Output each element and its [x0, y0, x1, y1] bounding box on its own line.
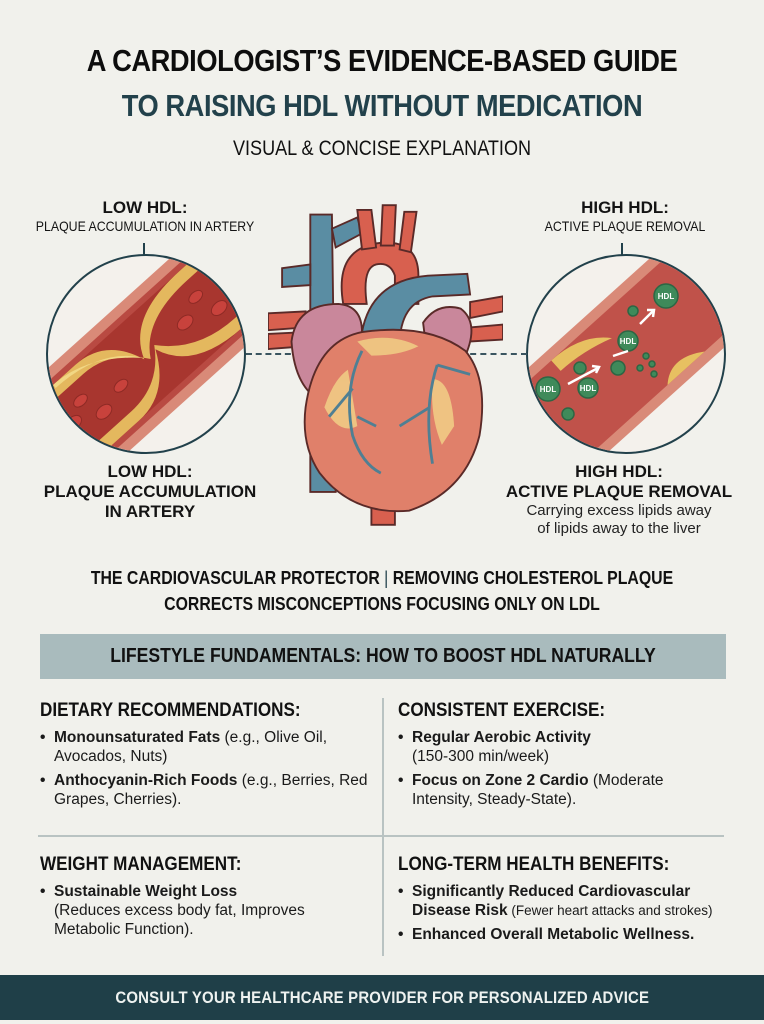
- hdl-label: HDL: [580, 384, 597, 393]
- artery-plaque-illustration: [46, 254, 246, 454]
- footer-banner: CONSULT YOUR HEALTHCARE PROVIDER FOR PER…: [0, 975, 764, 1020]
- weight-management-card: WEIGHT MANAGEMENT: Sustainable Weight Lo…: [40, 854, 360, 944]
- low-hdl-lower-caption: LOW HDL: PLAQUE ACCUMULATION IN ARTERY: [20, 462, 280, 522]
- subtitle: VISUAL & CONCISE EXPLANATION: [232, 137, 532, 160]
- right-connector-line: [460, 353, 527, 355]
- exercise-heading: CONSISTENT EXERCISE:: [398, 700, 606, 721]
- footer-text: CONSULT YOUR HEALTHCARE PROVIDER FOR PER…: [115, 987, 649, 1007]
- section-title: LIFESTYLE FUNDAMENTALS: HOW TO BOOST HDL…: [110, 645, 656, 667]
- low-hdl-lower-line1: LOW HDL:: [107, 462, 193, 481]
- weight-heading: WEIGHT MANAGEMENT:: [40, 854, 242, 875]
- list-item: Sustainable Weight Loss(Reduces excess b…: [40, 882, 360, 939]
- hdl-particles-icon: HDL HDL HDL HDL: [528, 256, 724, 452]
- list-item: Monounsaturated Fats (e.g., Olive Oil, A…: [40, 728, 375, 766]
- left-callout-tick: [143, 243, 145, 255]
- horizontal-divider: [38, 835, 724, 837]
- hdl-label: HDL: [620, 337, 637, 346]
- summary-line-1: THE CARDIOVASCULAR PROTECTOR | REMOVING …: [46, 568, 718, 589]
- list-item: Regular Aerobic Activity(150-300 min/wee…: [398, 728, 728, 766]
- high-hdl-lower-line1: HIGH HDL:: [575, 462, 663, 481]
- list-item: Significantly Reduced Cardiovascular Dis…: [398, 882, 738, 920]
- list-item: Focus on Zone 2 Cardio (Moderate Intensi…: [398, 771, 728, 809]
- benefits-heading: LONG-TERM HEALTH BENEFITS:: [398, 854, 670, 875]
- heart-icon: [267, 204, 504, 526]
- hdl-label: HDL: [658, 292, 675, 301]
- vertical-divider: [382, 698, 384, 956]
- summary-right: REMOVING CHOLESTEROL PLAQUE: [392, 568, 674, 588]
- heart-illustration: [267, 190, 504, 540]
- low-hdl-callout: LOW HDL: PLAQUE ACCUMULATION IN ARTERY: [20, 198, 270, 234]
- artery-plaque-icon: [48, 256, 244, 452]
- section-title-bar: LIFESTYLE FUNDAMENTALS: HOW TO BOOST HDL…: [40, 634, 726, 679]
- high-hdl-desc2: of lipids away to the liver: [537, 520, 701, 537]
- dietary-recommendations-card: DIETARY RECOMMENDATIONS: Monounsaturated…: [40, 700, 375, 814]
- summary-line-2: CORRECTS MISCONCEPTIONS FOCUSING ONLY ON…: [164, 594, 600, 614]
- list-item: Anthocyanin-Rich Foods (e.g., Berries, R…: [40, 771, 375, 809]
- low-hdl-lower-line2: PLAQUE ACCUMULATION: [43, 482, 257, 501]
- high-hdl-lower-line2: ACTIVE PLAQUE REMOVAL: [505, 482, 733, 501]
- consistent-exercise-card: CONSISTENT EXERCISE: Regular Aerobic Act…: [398, 700, 728, 814]
- dietary-heading: DIETARY RECOMMENDATIONS:: [40, 700, 301, 721]
- title-line-2: TO RAISING HDL WITHOUT MEDICATION: [121, 88, 643, 123]
- summary-separator: |: [384, 568, 389, 588]
- low-hdl-lower-line3: IN ARTERY: [104, 502, 196, 521]
- low-hdl-heading: LOW HDL:: [102, 198, 188, 217]
- high-hdl-lower-caption: HIGH HDL: ACTIVE PLAQUE REMOVAL Carrying…: [488, 462, 750, 538]
- hdl-label: HDL: [540, 385, 557, 394]
- high-hdl-desc1: Carrying excess lipids away: [526, 502, 712, 519]
- left-connector-line: [246, 353, 320, 355]
- low-hdl-subheading: PLAQUE ACCUMULATION IN ARTERY: [35, 218, 255, 234]
- summary-left: THE CARDIOVASCULAR PROTECTOR: [90, 568, 380, 588]
- high-hdl-heading: HIGH HDL:: [581, 198, 669, 217]
- right-callout-tick: [621, 243, 623, 255]
- title-line-1: A CARDIOLOGIST’S EVIDENCE-BASED GUIDE: [86, 43, 678, 78]
- high-hdl-callout: HIGH HDL: ACTIVE PLAQUE REMOVAL: [500, 198, 750, 234]
- list-item: Enhanced Overall Metabolic Wellness.: [398, 925, 738, 944]
- artery-hdl-illustration: HDL HDL HDL HDL: [526, 254, 726, 454]
- high-hdl-subheading: ACTIVE PLAQUE REMOVAL: [544, 218, 706, 234]
- long-term-benefits-card: LONG-TERM HEALTH BENEFITS: Significantly…: [398, 854, 738, 949]
